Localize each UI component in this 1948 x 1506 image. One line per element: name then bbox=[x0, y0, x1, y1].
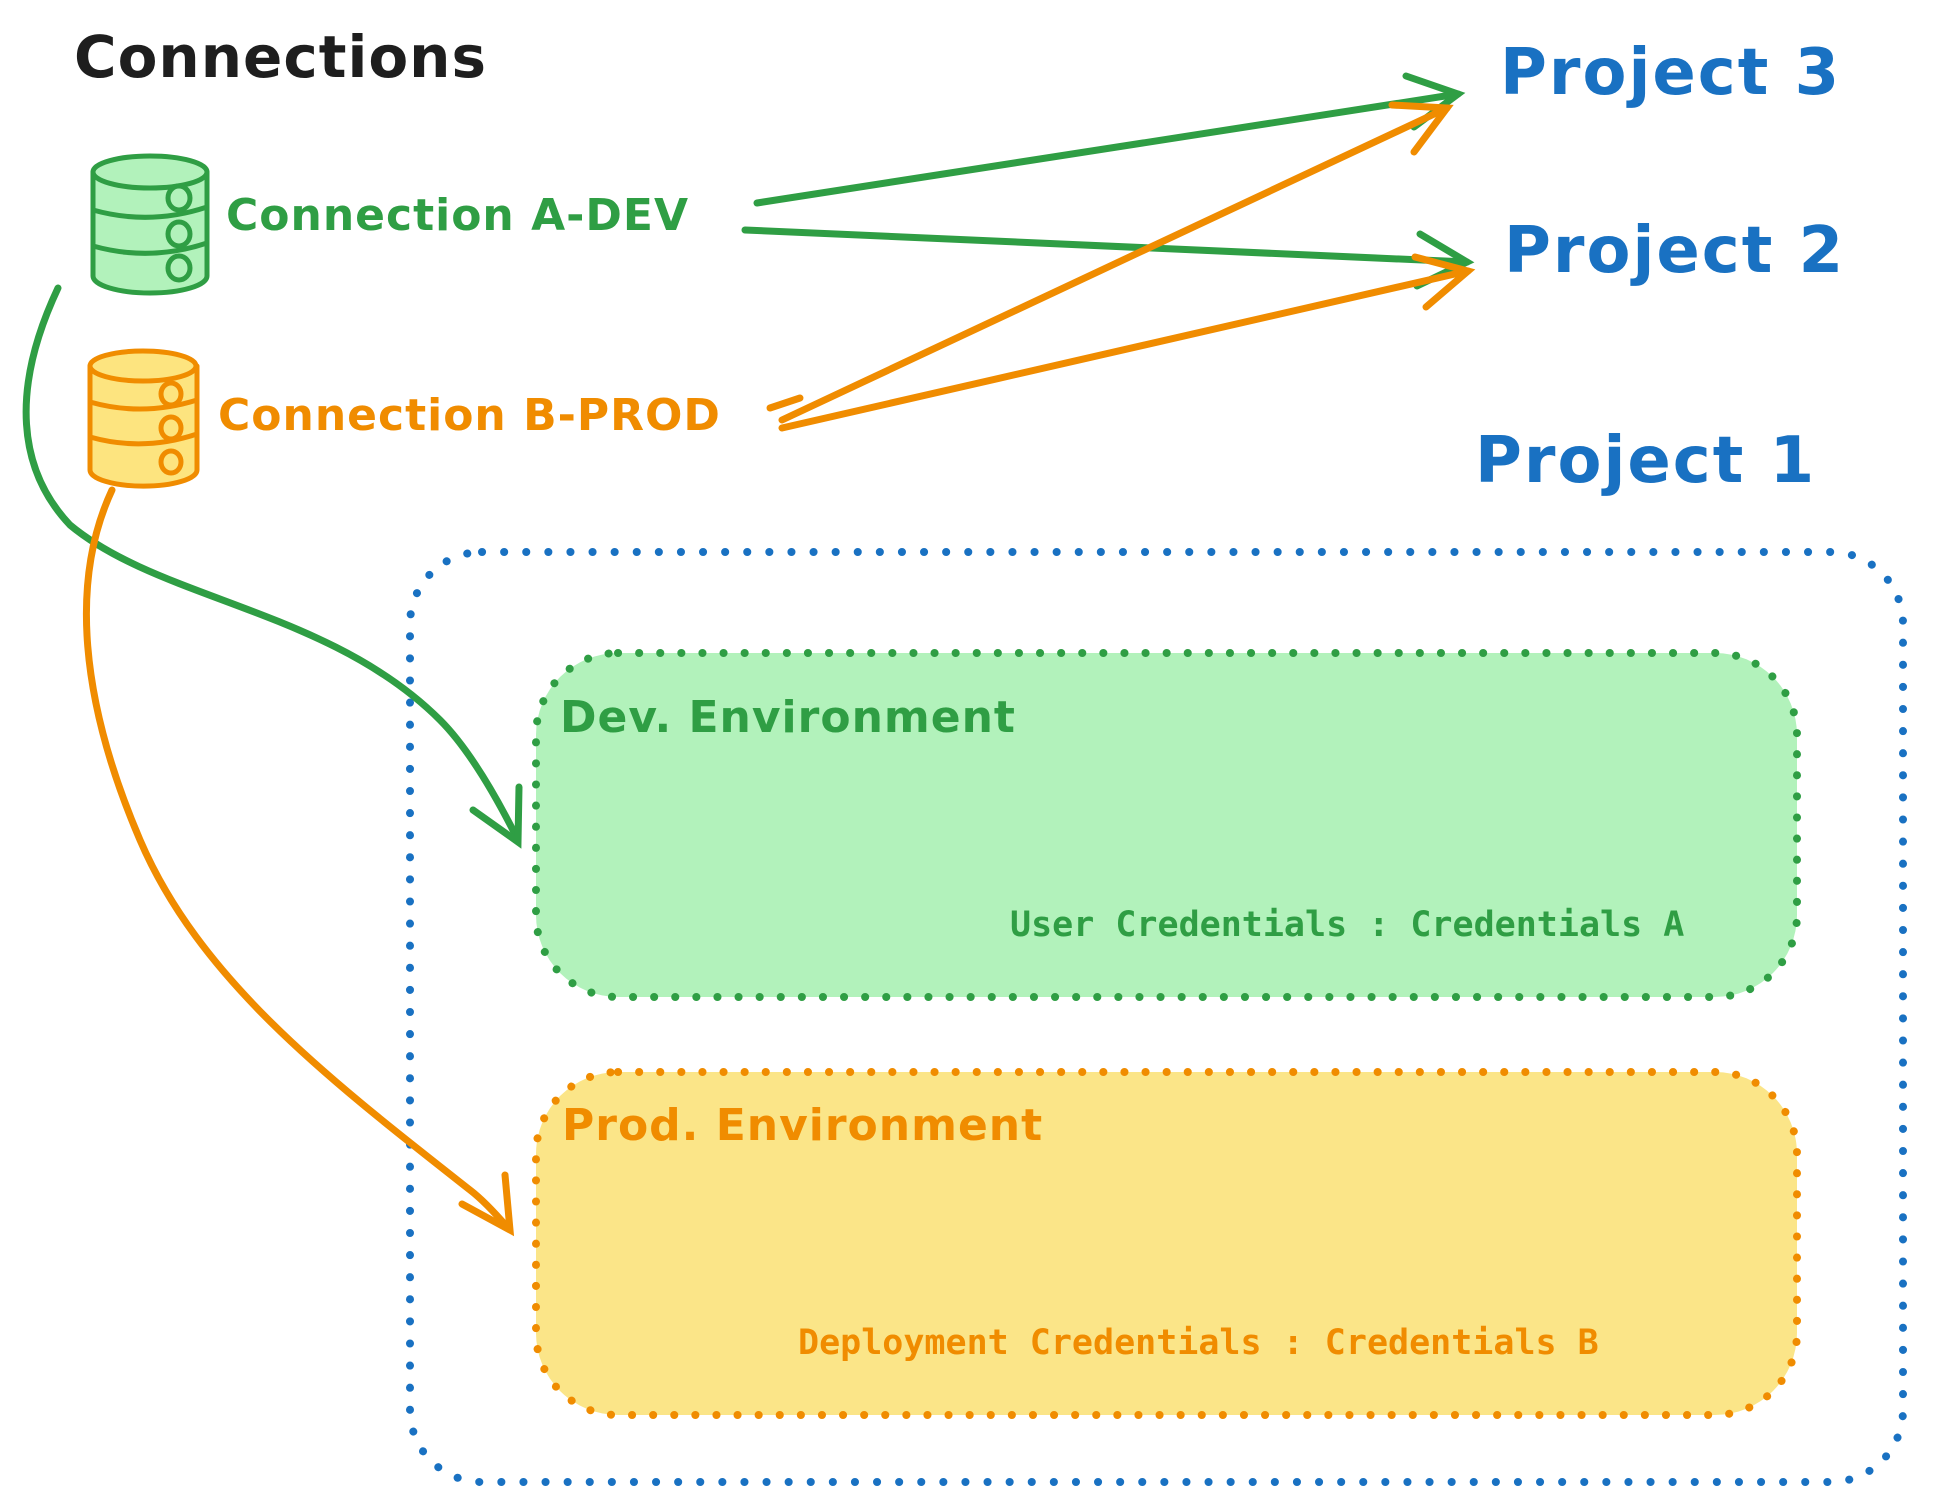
prod-environment-title: Prod. Environment bbox=[562, 1100, 1044, 1151]
arrow-b-prod-to-prod-environment bbox=[82, 486, 515, 1237]
project-1-boundary-box bbox=[406, 548, 1907, 1486]
database-cylinder-icon-b-prod bbox=[87, 348, 200, 489]
arrow-b-prod-to-project-3 bbox=[766, 101, 1454, 424]
prod-environment-box bbox=[532, 1068, 1801, 1419]
dev-environment-credentials-text: User Credentials : Credentials A bbox=[1010, 905, 1685, 945]
connection-b-prod-label: Connection B-PROD bbox=[218, 390, 721, 441]
diagram-title: Connections bbox=[74, 23, 487, 91]
dev-environment-title: Dev. Environment bbox=[560, 692, 1016, 743]
prod-environment-credentials-text: Deployment Credentials : Credentials B bbox=[798, 1323, 1599, 1363]
arrow-a-dev-to-project-3 bbox=[753, 72, 1466, 207]
database-cylinder-icon-a-dev bbox=[90, 153, 210, 296]
connection-a-dev-label: Connection A-DEV bbox=[226, 190, 690, 241]
arrow-b-prod-to-project-2 bbox=[778, 253, 1476, 432]
arrow-a-dev-to-dev-environment bbox=[22, 284, 523, 849]
project-1-label: Project 1 bbox=[1475, 424, 1817, 498]
project-2-label: Project 2 bbox=[1504, 214, 1846, 288]
arrow-a-dev-to-project-2 bbox=[741, 226, 1475, 290]
project-3-label: Project 3 bbox=[1500, 36, 1842, 110]
dev-environment-box bbox=[532, 649, 1801, 1001]
